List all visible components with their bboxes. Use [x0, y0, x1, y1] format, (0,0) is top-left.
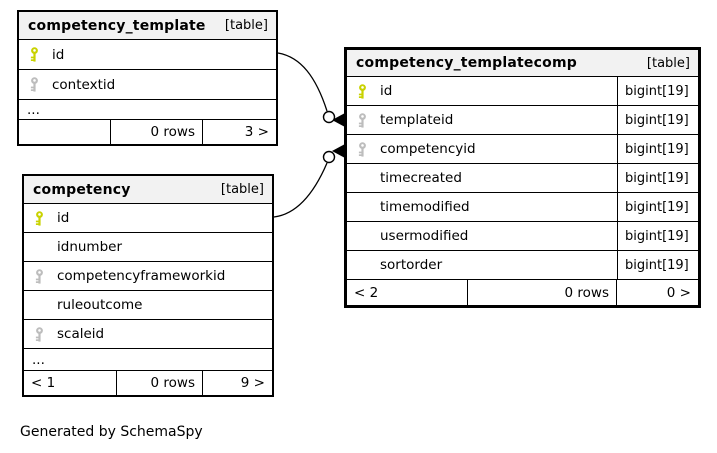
column-row-idnumber: idnumber: [24, 232, 272, 261]
column-type: bigint[19]: [617, 164, 698, 192]
foreign-key-icon: [358, 112, 366, 128]
column-row-templateid: templateid bigint[19]: [347, 105, 698, 134]
column-name: usermodified: [380, 228, 469, 244]
column-name: timecreated: [380, 170, 462, 186]
column-name: competencyframeworkid: [57, 268, 226, 284]
table-competency-templatecomp[interactable]: competency_templatecomp [table]: [344, 47, 701, 308]
table-name: competency_template: [28, 17, 206, 34]
foreign-key-icon: [35, 326, 43, 342]
column-type: bigint[19]: [617, 135, 698, 163]
primary-key-icon: [358, 83, 366, 99]
column-row-contextid: contextid: [19, 69, 276, 99]
column-name: id: [52, 46, 65, 63]
footer-children: 3 >: [244, 124, 269, 140]
column-row-usermodified: usermodified bigint[19]: [347, 221, 698, 250]
column-type: bigint[19]: [617, 77, 698, 105]
column-row-competencyid: competencyid bigint[19]: [347, 134, 698, 163]
table-footer: < 1 0 rows 9 >: [24, 370, 272, 395]
table-name: competency_templatecomp: [356, 55, 577, 71]
foreign-key-icon: [35, 268, 43, 284]
table-type-badge: [table]: [646, 55, 690, 71]
column-row-id: id: [19, 39, 276, 69]
footer-children: 9 >: [240, 375, 265, 391]
primary-key-icon: [30, 47, 38, 62]
primary-key-icon: [35, 210, 43, 226]
column-row-id: id bigint[19]: [347, 76, 698, 105]
column-type: bigint[19]: [617, 193, 698, 221]
column-name: competencyid: [380, 141, 476, 157]
fk-zero-circle-icon: [322, 150, 336, 164]
ellipsis-text: ...: [32, 351, 45, 368]
columns-ellipsis-row: ...: [24, 348, 272, 370]
table-header[interactable]: competency [table]: [24, 176, 272, 203]
footer-children: 0 >: [666, 284, 691, 301]
table-footer: 0 rows 3 >: [19, 119, 276, 144]
footer-row-count: 0 rows: [468, 280, 617, 305]
footer-parents: [19, 120, 111, 144]
fk-line-templateid: [277, 52, 328, 112]
columns-ellipsis-row: ...: [19, 99, 276, 119]
footer-parents: < 2: [347, 280, 468, 305]
foreign-key-icon: [30, 77, 38, 92]
column-name: sortorder: [380, 257, 443, 273]
column-name: scaleid: [57, 326, 105, 342]
column-name: id: [57, 210, 70, 226]
table-name: competency: [33, 181, 131, 198]
table-type-badge: [table]: [224, 18, 268, 33]
footer-parents: < 1: [24, 371, 117, 395]
fk-zero-circle-icon: [322, 110, 336, 124]
table-footer: < 2 0 rows 0 >: [347, 279, 698, 305]
table-type-badge: [table]: [220, 182, 264, 197]
footer-row-count: 0 rows: [117, 371, 203, 395]
column-name: contextid: [52, 76, 116, 93]
ellipsis-text: ...: [27, 101, 40, 118]
foreign-key-icon: [358, 141, 366, 157]
column-name: timemodified: [380, 199, 470, 215]
attribution-text: Generated by SchemaSpy: [20, 424, 203, 440]
column-row-sortorder: sortorder bigint[19]: [347, 250, 698, 279]
column-row-timemodified: timemodified bigint[19]: [347, 192, 698, 221]
table-header[interactable]: competency_template [table]: [19, 12, 276, 39]
column-row-timecreated: timecreated bigint[19]: [347, 163, 698, 192]
table-header[interactable]: competency_templatecomp [table]: [347, 50, 698, 76]
column-row-id: id: [24, 203, 272, 232]
column-row-competencyframeworkid: competencyframeworkid: [24, 261, 272, 290]
fk-line-competencyid: [273, 162, 328, 218]
table-competency-template[interactable]: competency_template [table] id: [17, 10, 278, 146]
column-type: bigint[19]: [617, 106, 698, 134]
table-competency[interactable]: competency [table] id: [22, 174, 274, 397]
column-row-scaleid: scaleid: [24, 319, 272, 348]
column-type: bigint[19]: [617, 222, 698, 250]
column-row-ruleoutcome: ruleoutcome: [24, 290, 272, 319]
column-name: idnumber: [57, 239, 123, 255]
column-name: id: [380, 83, 393, 99]
column-name: ruleoutcome: [57, 297, 143, 313]
column-name: templateid: [380, 112, 454, 128]
footer-row-count: 0 rows: [111, 120, 203, 144]
column-type: bigint[19]: [617, 251, 698, 279]
